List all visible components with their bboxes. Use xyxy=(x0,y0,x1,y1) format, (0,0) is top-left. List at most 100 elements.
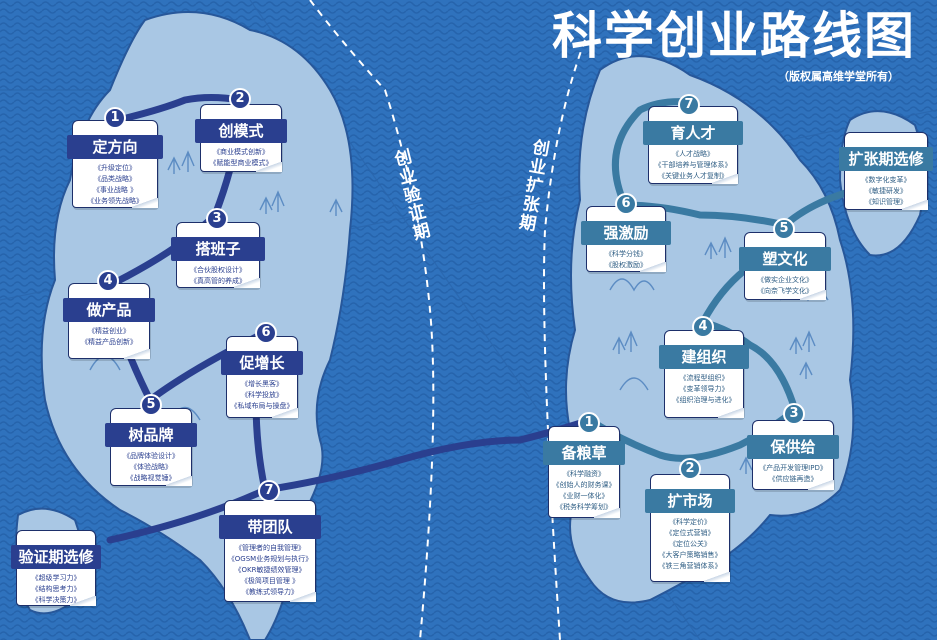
page-curl xyxy=(640,262,666,272)
stage-number-badge: 1 xyxy=(578,412,600,434)
stage-number-badge: 7 xyxy=(258,480,280,502)
page-curl xyxy=(704,572,730,582)
course-item: 《超级学习力》 xyxy=(31,574,81,582)
stage-number-badge: 5 xyxy=(140,394,162,416)
stage-title: 强激励 xyxy=(581,221,671,245)
course-item: 《大客户策略销售》 xyxy=(658,551,722,559)
elective-card-validation[interactable]: 验证期选修 《超级学习力》 《结构思考力》 《科学决策力》 xyxy=(11,530,101,606)
stage-card-expansion-5[interactable]: 塑文化 《做实企业文化》 《向奈飞学文化》 xyxy=(739,232,831,300)
course-item: 《向奈飞学文化》 xyxy=(757,287,813,295)
course-item: 《合伙股权设计》 xyxy=(190,266,246,274)
course-item: 《极简项目管理 》 xyxy=(240,577,300,585)
stage-card-expansion-6[interactable]: 强激励 《科学分钱》 《股权激励》 xyxy=(581,206,671,272)
course-item: 《OGSM业务规划与执行》 xyxy=(227,555,313,563)
course-item: 《战略视觉锤》 xyxy=(126,474,176,482)
stage-number-badge: 3 xyxy=(783,403,805,425)
course-item: 《真高管的养成》 xyxy=(190,277,246,285)
course-item: 《精益创业》 xyxy=(88,327,130,335)
course-item: 《品类战略》 xyxy=(94,175,136,183)
course-item: 《科学融资》 xyxy=(563,470,605,478)
stage-card-validation-6[interactable]: 促增长 《增长黑客》 《科学投放》 《私域布局与操盘》 xyxy=(221,336,303,418)
course-item: 《产品开发管理IPD》 xyxy=(759,464,827,472)
stage-card-validation-2[interactable]: 创模式 《商业模式创新》 《赋能型商业模式》 xyxy=(195,104,287,172)
course-item: 《教练式领导力》 xyxy=(242,588,298,596)
course-item: 《关键业务人才复制》 xyxy=(658,172,728,180)
page-curl xyxy=(70,596,96,606)
course-item: 《流程型组织》 xyxy=(679,374,729,382)
course-item: 《供应链再造》 xyxy=(768,475,818,483)
page-curl xyxy=(272,408,298,418)
course-item: 《做实企业文化》 xyxy=(757,276,813,284)
stage-title: 树品牌 xyxy=(105,423,197,447)
page-curl xyxy=(594,508,620,518)
stage-title: 备粮草 xyxy=(543,441,625,465)
course-item: 《业财一体化》 xyxy=(559,492,609,500)
course-item: 《组织治理与进化》 xyxy=(672,396,736,404)
stage-number-badge: 2 xyxy=(229,88,251,110)
elective-card-expansion[interactable]: 扩张期选修 《数字化变革》 《敏捷研发》 《知识管理》 xyxy=(839,132,933,210)
stage-card-validation-7[interactable]: 带团队 《管理者的自我管理》 《OGSM业务规划与执行》 《OKR敏捷绩效管理》… xyxy=(219,500,321,602)
course-item: 《变革领导力》 xyxy=(679,385,729,393)
page-curl xyxy=(800,290,826,300)
elective-title: 验证期选修 xyxy=(11,545,101,569)
elective-title: 扩张期选修 xyxy=(839,147,933,171)
course-item: 《科学定价》 xyxy=(669,518,711,526)
page-curl xyxy=(166,476,192,486)
stage-number-badge: 6 xyxy=(255,322,277,344)
course-item: 《人才战略》 xyxy=(672,150,714,158)
course-item: 《干部培养与管理体系》 xyxy=(654,161,732,169)
page-curl xyxy=(902,200,928,210)
stage-title: 扩市场 xyxy=(645,489,735,513)
course-item: 《结构思考力》 xyxy=(31,585,81,593)
stage-number-badge: 4 xyxy=(97,270,119,292)
stage-card-expansion-3[interactable]: 保供给 《产品开发管理IPD》 《供应链再造》 xyxy=(747,420,839,490)
stage-card-expansion-2[interactable]: 扩市场 《科学定价》 《定位式营销》 《定位公关》 《大客户策略销售》 《铁三角… xyxy=(645,474,735,582)
stage-title: 育人才 xyxy=(643,121,743,145)
course-item: 《体验战略》 xyxy=(130,463,172,471)
stage-card-validation-1[interactable]: 定方向 《升级定位》 《品类战略》 《事业战略 》 《业务领先战略》 xyxy=(67,120,163,208)
stage-number-badge: 4 xyxy=(692,316,714,338)
page-curl xyxy=(234,278,260,288)
course-item: 《创始人的财务课》 xyxy=(552,481,616,489)
course-item: 《私域布局与操盘》 xyxy=(230,402,294,410)
stage-card-validation-3[interactable]: 搭班子 《合伙股权设计》 《真高管的养成》 xyxy=(171,222,265,288)
page-curl xyxy=(256,162,282,172)
stage-title: 塑文化 xyxy=(739,247,831,271)
course-item: 《业务领先战略》 xyxy=(87,197,143,205)
page-curl xyxy=(808,480,834,490)
stage-title: 搭班子 xyxy=(171,237,265,261)
course-item: 《税务科学筹划》 xyxy=(556,503,612,511)
course-item: 《数字化变革》 xyxy=(861,176,911,184)
stage-number-badge: 5 xyxy=(773,218,795,240)
stage-title: 做产品 xyxy=(63,298,155,322)
course-item: 《铁三角营销体系》 xyxy=(658,562,722,570)
stage-card-validation-5[interactable]: 树品牌 《品牌体验设计》 《体验战略》 《战略视觉锤》 xyxy=(105,408,197,486)
course-item: 《增长黑客》 xyxy=(241,380,283,388)
copyright-note: （版权属高维学堂所有） xyxy=(778,70,899,83)
stage-card-validation-4[interactable]: 做产品 《精益创业》 《精益产品创新》 xyxy=(63,283,155,359)
page-curl xyxy=(132,198,158,208)
course-item: 《OKR敏捷绩效管理》 xyxy=(234,566,306,574)
course-item: 《精益产品创新》 xyxy=(81,338,137,346)
course-item: 《商业模式创新》 xyxy=(213,148,269,156)
stage-title: 保供给 xyxy=(747,435,839,459)
page-curl xyxy=(124,349,150,359)
stage-number-badge: 1 xyxy=(104,107,126,129)
stage-title: 创模式 xyxy=(195,119,287,143)
page-curl xyxy=(290,592,316,602)
page-curl xyxy=(718,408,744,418)
course-item: 《知识管理》 xyxy=(865,198,907,206)
stage-card-expansion-4[interactable]: 建组织 《流程型组织》 《变革领导力》 《组织治理与进化》 xyxy=(659,330,749,418)
stage-title: 促增长 xyxy=(221,351,303,375)
course-item: 《事业战略 》 xyxy=(92,186,138,194)
stage-card-expansion-1[interactable]: 备粮草 《科学融资》 《创始人的财务课》 《业财一体化》 《税务科学筹划》 xyxy=(543,426,625,518)
stage-card-expansion-7[interactable]: 育人才 《人才战略》 《干部培养与管理体系》 《关键业务人才复制》 xyxy=(643,106,743,184)
course-item: 《敏捷研发》 xyxy=(865,187,907,195)
stage-number-badge: 6 xyxy=(615,193,637,215)
stage-number-badge: 2 xyxy=(679,458,701,480)
course-item: 《科学分钱》 xyxy=(605,250,647,258)
page-curl xyxy=(712,174,738,184)
course-item: 《股权激励》 xyxy=(605,261,647,269)
course-item: 《赋能型商业模式》 xyxy=(209,159,273,167)
stage-title: 建组织 xyxy=(659,345,749,369)
